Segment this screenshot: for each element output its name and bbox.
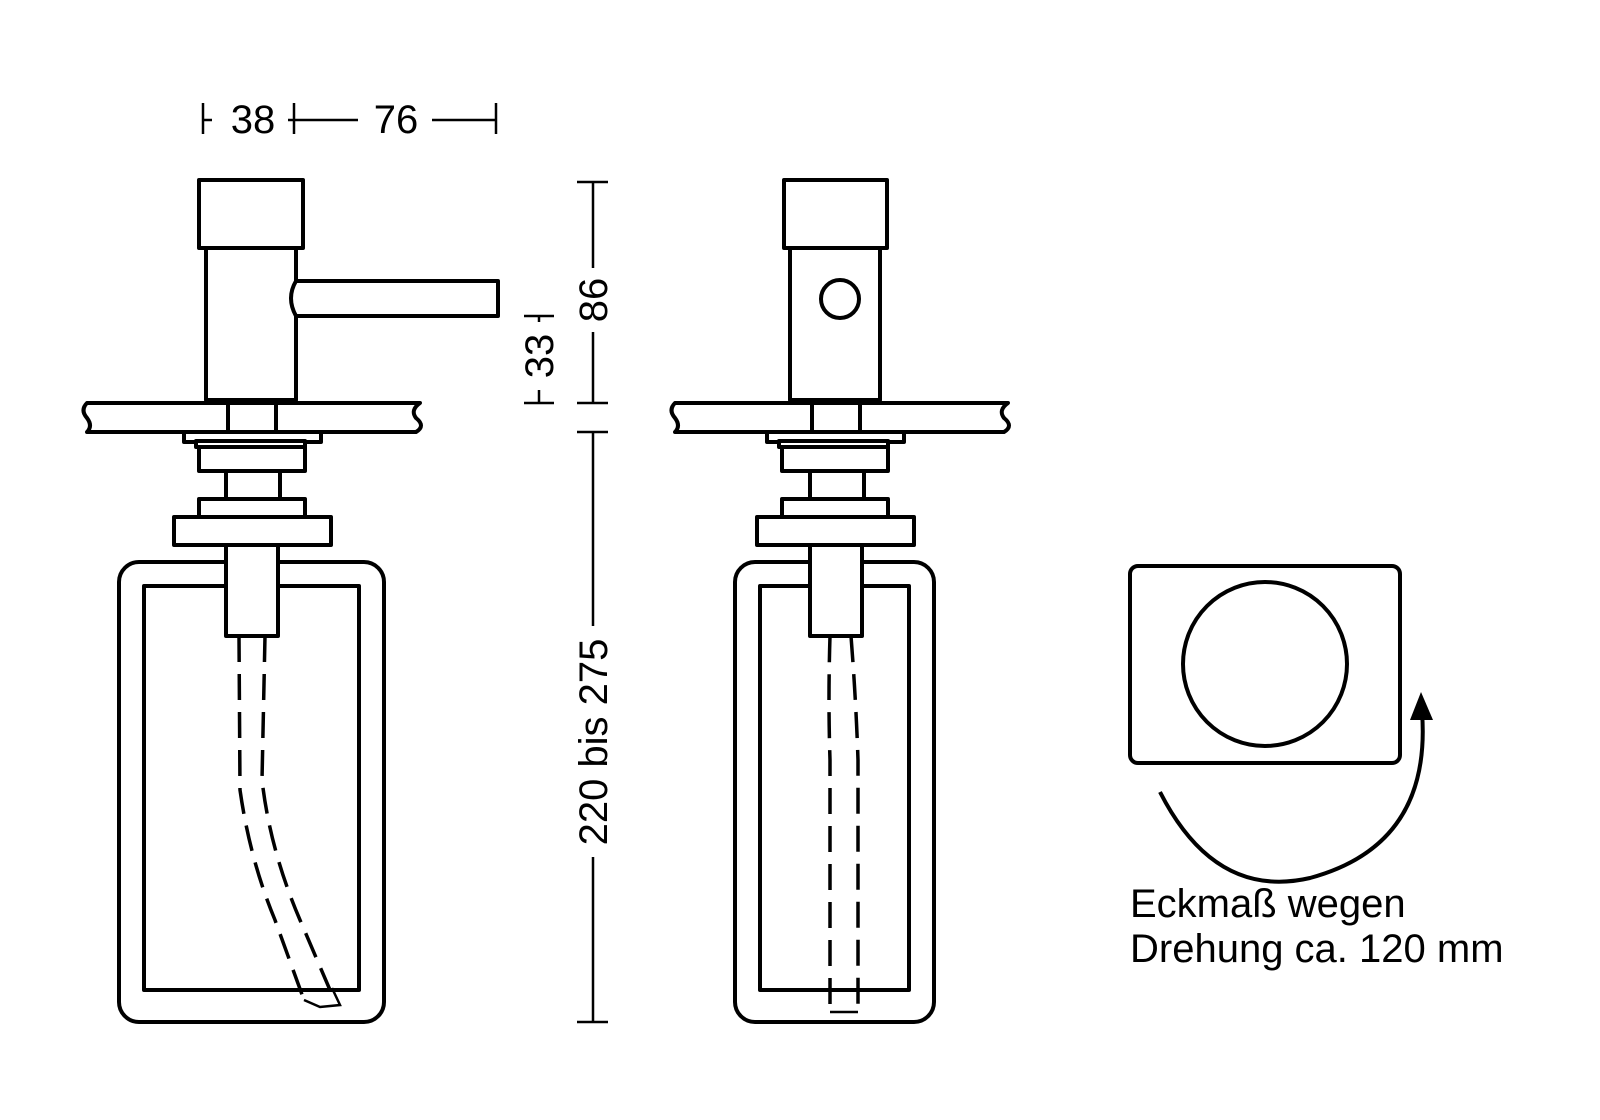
dim-label-76: 76 xyxy=(374,98,419,142)
rotation-note-line2: Drehung ca. 120 mm xyxy=(1130,927,1504,971)
dip-tube-right xyxy=(260,635,332,991)
dip-tube-front-left xyxy=(827,635,832,1012)
bottle-collar xyxy=(172,515,333,547)
dip-tube-connector xyxy=(224,543,280,638)
nut-lower-front xyxy=(780,497,890,519)
width-dimension: 38 76 xyxy=(201,98,498,142)
nut-upper-front xyxy=(780,445,890,473)
front-view xyxy=(669,178,1011,1024)
bottle-collar-front xyxy=(755,515,916,547)
bottle-inner xyxy=(142,584,361,992)
nut-upper xyxy=(197,445,307,473)
pump-body xyxy=(204,246,298,402)
rotation-arrow-arc xyxy=(1158,711,1425,884)
vertical-dimensions: 86 33 220 bis 275 xyxy=(518,180,616,1024)
pump-cap xyxy=(197,178,305,250)
top-view-circle xyxy=(1181,580,1349,748)
shaft-front xyxy=(810,401,862,435)
spout-opening xyxy=(819,278,861,320)
dim-label-86: 86 xyxy=(572,278,616,323)
pump-body-front xyxy=(788,246,882,402)
dim-label-33: 33 xyxy=(518,334,562,379)
dip-tube-left xyxy=(237,635,306,1001)
bottle-inner-front xyxy=(758,584,911,992)
dim-label-220-bis-275: 220 bis 275 xyxy=(572,639,616,846)
rotation-arrow-head xyxy=(1410,692,1433,720)
shaft xyxy=(226,401,278,435)
threaded-shaft-front xyxy=(808,469,866,501)
dim-label-38: 38 xyxy=(231,98,276,142)
spout xyxy=(289,279,500,318)
side-view: 38 76 xyxy=(81,98,500,1024)
dip-tube-connector-front xyxy=(808,543,864,638)
threaded-shaft xyxy=(224,469,282,501)
top-view: Eckmaß wegen Drehung ca. 120 mm xyxy=(1128,564,1504,971)
dip-tube-front-right xyxy=(849,635,860,1012)
nut-lower xyxy=(197,497,307,519)
pump-cap-front xyxy=(782,178,889,250)
rotation-note-line1: Eckmaß wegen xyxy=(1130,882,1406,926)
